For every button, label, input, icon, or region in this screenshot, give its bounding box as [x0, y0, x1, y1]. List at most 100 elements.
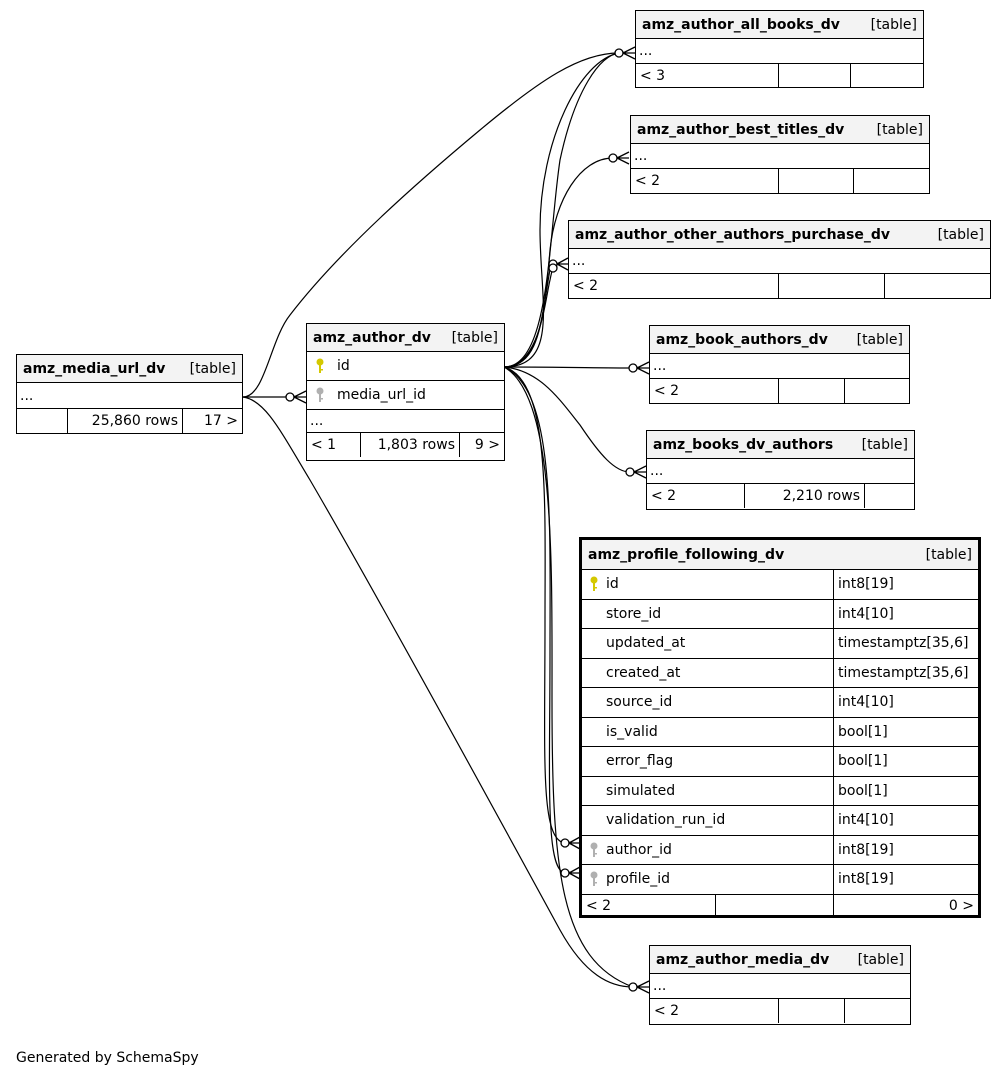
crowsfoot	[633, 465, 647, 479]
footer-rows	[779, 274, 885, 298]
crowsfoot-circle	[628, 982, 638, 992]
column-row: media_url_id	[307, 381, 504, 410]
table-header: amz_books_dv_authors [table]	[647, 431, 914, 459]
table-header: amz_book_authors_dv [table]	[650, 326, 909, 354]
table-footer: < 3	[636, 64, 923, 88]
table-author-all-books[interactable]: amz_author_all_books_dv [table] ... < 3	[635, 10, 924, 88]
footer-parents: < 3	[636, 64, 779, 88]
column-type: timestamptz[35,6]	[838, 664, 969, 681]
footer-rows	[779, 64, 851, 88]
edge-author-to-all-books-2	[503, 52, 620, 368]
table-footer: < 2	[569, 274, 990, 298]
table-header: amz_profile_following_dv [table]	[582, 540, 978, 570]
column-row: id int8[19]	[582, 570, 978, 600]
table-header: amz_author_other_authors_purchase_dv [ta…	[569, 221, 990, 249]
ellipsis-row: ...	[636, 39, 923, 64]
table-author[interactable]: amz_author_dv [table] id media_url_id ..…	[306, 323, 505, 461]
crowsfoot-circle	[614, 48, 624, 58]
table-author-best-titles[interactable]: amz_author_best_titles_dv [table] ... < …	[630, 115, 930, 194]
footer-parents: < 2	[582, 894, 716, 918]
ellipsis-row: ...	[307, 410, 504, 433]
ellipsis-row: ...	[650, 354, 909, 379]
table-author-media[interactable]: amz_author_media_dv [table] ... < 2	[649, 945, 911, 1025]
foreign-key-icon	[582, 871, 606, 887]
footer-parents: < 2	[650, 379, 779, 403]
table-footer: 25,860 rows 17 >	[17, 409, 242, 433]
table-type: [table]	[189, 360, 236, 377]
footer-children	[885, 274, 990, 298]
crowsfoot	[568, 866, 581, 880]
edge-media-to-all-books	[242, 52, 620, 398]
footer-parents: < 2	[631, 169, 779, 193]
foreign-key-icon	[307, 387, 333, 403]
column-name: profile_id	[606, 871, 670, 888]
footer-children	[854, 169, 929, 193]
footer-children	[845, 379, 909, 403]
column-type: int8[19]	[838, 576, 894, 593]
column-name-cell: updated_at	[582, 629, 834, 658]
column-name: source_id	[606, 694, 673, 711]
column-name: id	[337, 358, 350, 374]
table-header: amz_author_dv [table]	[307, 324, 504, 352]
column-row: id	[307, 352, 504, 381]
column-name-cell: profile_id	[582, 865, 834, 894]
ellipsis-row: ...	[647, 459, 914, 484]
footer-children: 0 >	[948, 898, 974, 914]
column-name-cell: is_valid	[582, 717, 834, 746]
table-type: [table]	[925, 546, 972, 563]
crowsfoot	[616, 151, 630, 165]
ellipsis-row: ...	[569, 249, 990, 274]
footer-parents: < 2	[569, 274, 779, 298]
edge-author-to-profile-author	[503, 366, 566, 844]
edge-author-to-profile-profile	[503, 366, 566, 874]
crowsfoot-circle	[560, 838, 570, 848]
table-type: [table]	[876, 121, 923, 138]
ellipsis-row: ...	[650, 974, 910, 999]
column-name: created_at	[606, 664, 681, 681]
column-type: bool[1]	[838, 782, 888, 799]
column-name: id	[606, 576, 619, 593]
table-books-dv-authors[interactable]: amz_books_dv_authors [table] ... < 2 2,2…	[646, 430, 915, 510]
generated-by-credit: Generated by SchemaSpy	[16, 1050, 199, 1066]
column-name-cell: created_at	[582, 658, 834, 687]
column-name: store_id	[606, 605, 662, 622]
edge-author-to-books-dv-authors	[503, 366, 631, 473]
column-row: created_at timestamptz[35,6]	[582, 658, 978, 688]
column-name: is_valid	[606, 723, 658, 740]
table-book-authors[interactable]: amz_book_authors_dv [table] ... < 2	[649, 325, 910, 404]
table-type: [table]	[937, 226, 984, 243]
footer-children	[865, 484, 914, 508]
crowsfoot	[622, 46, 636, 60]
crowsfoot	[636, 361, 650, 375]
footer-parents: < 2	[647, 484, 745, 508]
edge-author-to-other-authors-2	[503, 267, 554, 368]
table-footer: < 2 0 >	[582, 894, 978, 918]
footer-children: 17 >	[204, 413, 238, 429]
column-type: int4[10]	[838, 694, 894, 711]
table-header: amz_author_best_titles_dv [table]	[631, 116, 929, 144]
table-media-url[interactable]: amz_media_url_dv [table] ... 25,860 rows…	[16, 354, 243, 434]
column-name-cell: author_id	[582, 835, 834, 864]
column-type: int8[19]	[838, 841, 894, 858]
column-name-cell: validation_run_id	[582, 806, 834, 835]
table-author-other-authors-purchase[interactable]: amz_author_other_authors_purchase_dv [ta…	[568, 220, 991, 299]
column-name: updated_at	[606, 635, 686, 652]
crowsfoot	[636, 980, 650, 994]
foreign-key-icon	[582, 842, 606, 858]
table-name: amz_books_dv_authors	[653, 436, 834, 453]
column-name: error_flag	[606, 753, 674, 770]
table-footer: < 2	[631, 169, 929, 193]
table-profile-following[interactable]: amz_profile_following_dv [table] id int8[…	[579, 537, 981, 918]
column-name-cell: source_id	[582, 688, 834, 717]
table-footer: < 2	[650, 379, 909, 403]
column-name-cell: simulated	[582, 776, 834, 805]
table-name: amz_author_best_titles_dv	[637, 121, 845, 138]
crowsfoot	[556, 257, 569, 271]
table-footer: < 1 1,803 rows 9 >	[307, 433, 504, 457]
footer-rows: 1,803 rows	[361, 433, 460, 457]
